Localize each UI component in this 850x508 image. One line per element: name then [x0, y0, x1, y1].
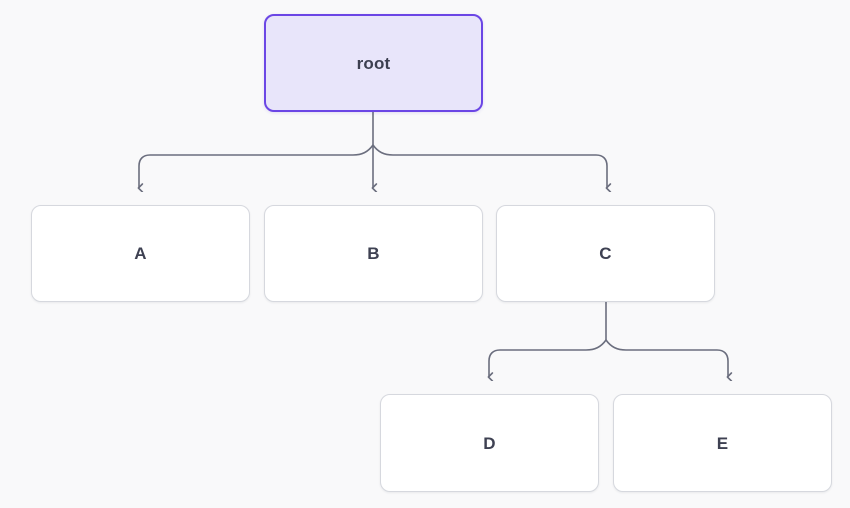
node-root-label: root: [356, 53, 391, 73]
node-e-label: E: [716, 433, 729, 453]
node-c-label: C: [599, 244, 612, 263]
node-d-label: D: [483, 433, 496, 453]
node-c[interactable]: C: [496, 205, 715, 302]
edge-c-d: [489, 339, 607, 377]
edge-root-a: [139, 144, 374, 188]
edge-c-e: [605, 339, 728, 377]
node-b-label: B: [367, 244, 380, 263]
node-a[interactable]: A: [31, 205, 250, 302]
node-root[interactable]: root: [264, 14, 483, 112]
node-e[interactable]: E: [613, 394, 832, 492]
node-d[interactable]: D: [380, 394, 599, 492]
edge-root-c: [372, 144, 607, 188]
node-a-label: A: [134, 244, 147, 263]
node-b[interactable]: B: [264, 205, 483, 302]
